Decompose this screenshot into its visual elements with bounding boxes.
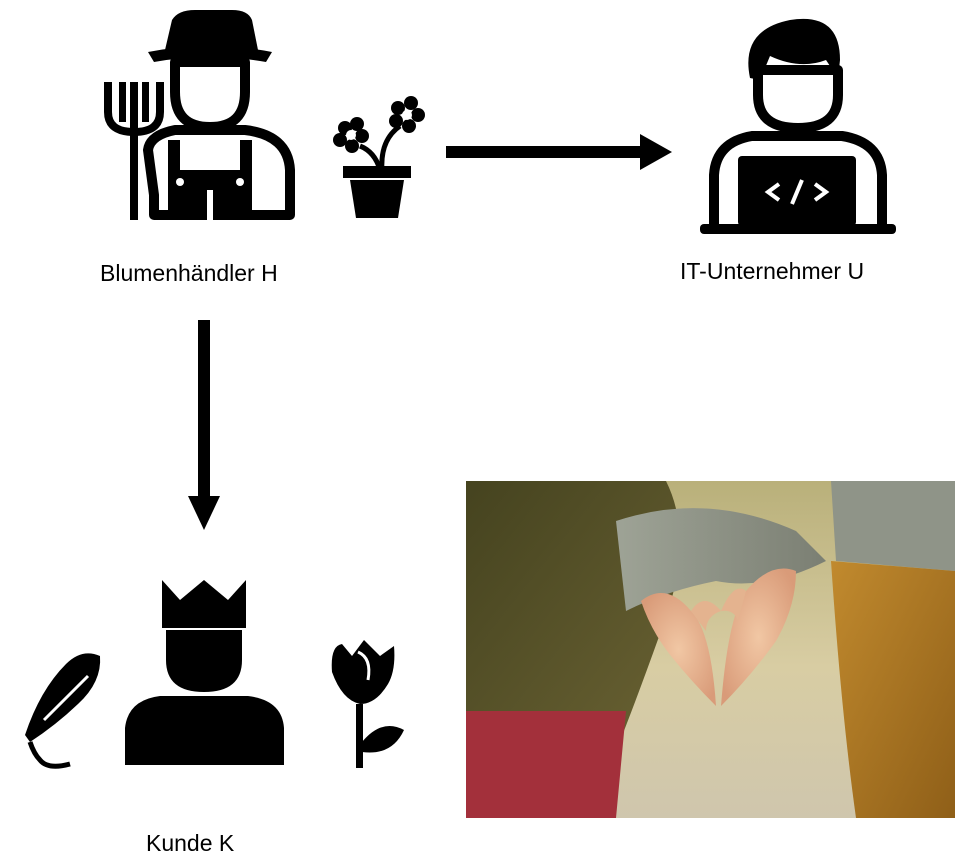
- customer-label: Kunde K: [146, 830, 235, 856]
- heart-hands-photo: [466, 481, 955, 818]
- florist-label: Blumenhändler H: [100, 260, 278, 286]
- it-entrepreneur-label: IT-Unternehmer U: [680, 258, 865, 284]
